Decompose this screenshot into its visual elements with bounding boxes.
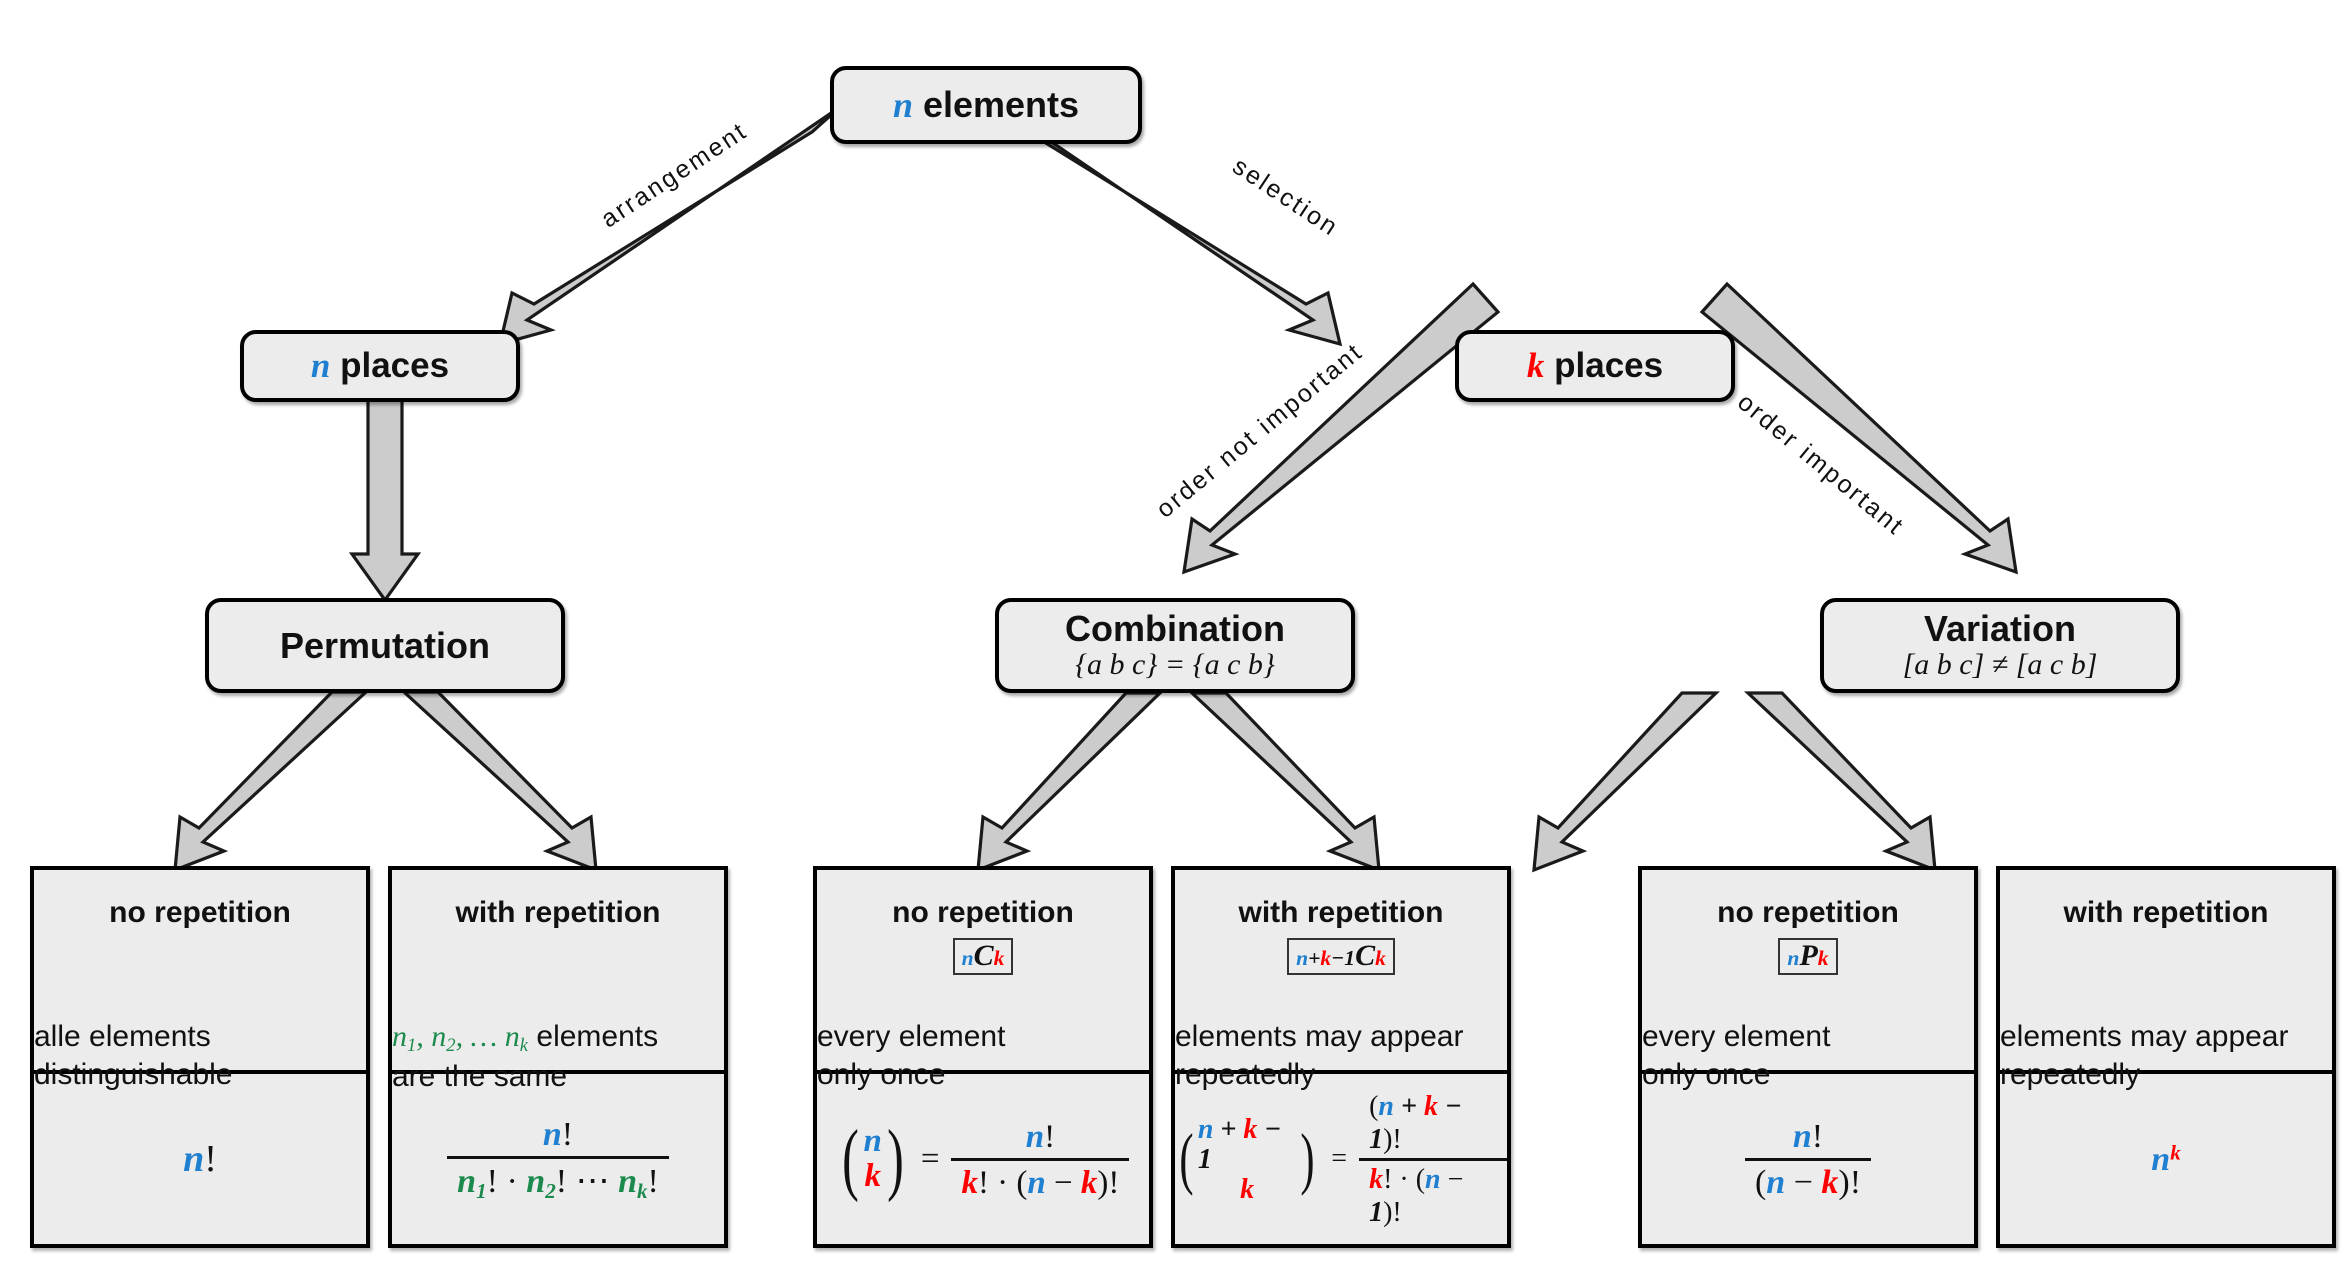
- node-n-elements[interactable]: n elements: [830, 66, 1142, 144]
- leaf-variation-with-repetition[interactable]: with repetition elements may appear repe…: [1996, 866, 2336, 1248]
- node-permutation[interactable]: Permutation: [205, 598, 565, 693]
- node-variation-title: Variation: [1923, 608, 2077, 650]
- leaf-description-line1: every element: [1642, 1020, 1831, 1053]
- leaf-description-line2: distinguishable: [34, 1058, 233, 1092]
- arrow-selection: [998, 105, 1343, 347]
- leaf-notation-box: nPk: [1778, 938, 1838, 975]
- node-n-places-var: n: [310, 345, 331, 385]
- leaf-description: elements may appear repeatedly: [2000, 1018, 2332, 1095]
- leaf-formula: nk: [2151, 1139, 2181, 1178]
- arrow-order-important: [1699, 281, 2018, 575]
- leaf-upper: no repetition alle elements distinguisha…: [34, 870, 366, 1091]
- leaf-notation-box: n+k−1Ck: [1287, 938, 1395, 975]
- arrow-comb-no-repetition: [976, 691, 1164, 873]
- leaf-head: with repetition: [1238, 896, 1444, 929]
- leaf-head: with repetition: [455, 896, 661, 929]
- leaf-description: elements may appear repeatedly: [1175, 1018, 1507, 1095]
- arrow-var-with-repetition: [1743, 691, 1937, 873]
- leaf-description-line1: n1, n2, … nk elements: [392, 1020, 659, 1057]
- node-combination[interactable]: Combination {a b c} = {a c b}: [995, 598, 1355, 693]
- arrow-arrangement: [497, 105, 842, 347]
- node-n-places[interactable]: n places: [240, 330, 520, 402]
- leaf-description-line1: every element: [817, 1020, 1006, 1053]
- leaf-head: no repetition: [1717, 896, 1899, 929]
- leaf-description-line1: elements may appear: [1175, 1020, 1464, 1053]
- node-variation[interactable]: Variation [a b c] ≠ [a c b]: [1820, 598, 2180, 693]
- arrow-comb-with-repetition: [1187, 691, 1381, 873]
- node-variation-sub: [a b c] ≠ [a c b]: [1902, 647, 2098, 681]
- leaf-upper: with repetition elements may appear repe…: [2000, 870, 2332, 1091]
- leaf-head: with repetition: [2063, 896, 2269, 929]
- arrow-order-not-important: [1182, 281, 1501, 575]
- leaf-head: no repetition: [892, 896, 1074, 929]
- leaf-description: every element only once: [1642, 1018, 1974, 1095]
- leaf-variation-no-repetition[interactable]: no repetition nPk every element only onc…: [1638, 866, 1978, 1248]
- leaf-description: alle elements distinguishable: [34, 1018, 366, 1095]
- leaf-upper: no repetition nPk every element only onc…: [1642, 870, 1974, 1091]
- leaf-description-line1: elements may appear: [2000, 1020, 2289, 1053]
- leaf-upper: with repetition n+k−1Ck elements may app…: [1175, 870, 1507, 1091]
- leaf-description: every element only once: [817, 1018, 1149, 1095]
- leaf-notation-box: nCk: [952, 938, 1014, 975]
- leaf-head: no repetition: [109, 896, 291, 929]
- arrow-perm-with-repetition: [399, 690, 598, 873]
- leaf-permutation-no-repetition[interactable]: no repetition alle elements distinguisha…: [30, 866, 370, 1248]
- node-combination-sub: {a b c} = {a c b}: [1075, 647, 1275, 681]
- node-n-elements-label: elements: [922, 83, 1080, 125]
- leaf-formula: n! n1! · n2! ⋯ nk!: [392, 1074, 724, 1244]
- leaf-permutation-with-repetition[interactable]: with repetition n1, n2, … nk elements ar…: [388, 866, 728, 1248]
- node-combination-title: Combination: [1065, 608, 1285, 650]
- node-k-places-label: places: [1554, 345, 1664, 385]
- node-n-elements-var: n: [892, 84, 913, 125]
- leaf-combination-with-repetition[interactable]: with repetition n+k−1Ck elements may app…: [1171, 866, 1511, 1248]
- arrow-perm-no-repetition: [173, 690, 371, 873]
- node-permutation-title: Permutation: [279, 624, 491, 666]
- leaf-description-line2: only once: [817, 1058, 946, 1092]
- arrow-var-no-repetition: [1532, 691, 1720, 873]
- leaf-combination-no-repetition[interactable]: no repetition nCk every element only onc…: [813, 866, 1153, 1248]
- leaf-formula: ( n + k − 1 k ) = (n + k − 1)! k! · (n −…: [1175, 1074, 1507, 1244]
- leaf-description-line2: repeatedly: [1175, 1058, 1316, 1092]
- node-n-places-label: places: [340, 345, 450, 385]
- leaf-formula: n! (n − k)!: [1642, 1074, 1974, 1244]
- leaf-description: n1, n2, … nk elements are the same: [392, 1018, 724, 1096]
- leaf-description-line2: are the same: [392, 1060, 568, 1093]
- leaf-description-line2: only once: [1642, 1058, 1771, 1092]
- node-k-places-var: k: [1526, 345, 1545, 385]
- node-k-places[interactable]: k places: [1455, 330, 1735, 402]
- leaf-formula: n!: [183, 1138, 217, 1180]
- leaf-upper: no repetition nCk every element only onc…: [817, 870, 1149, 1091]
- leaf-description-line2: repeatedly: [2000, 1058, 2141, 1092]
- arrow-n-places-permutation: [348, 388, 422, 603]
- leaf-upper: with repetition n1, n2, … nk elements ar…: [392, 870, 724, 1093]
- leaf-description-line1: alle elements: [34, 1020, 211, 1053]
